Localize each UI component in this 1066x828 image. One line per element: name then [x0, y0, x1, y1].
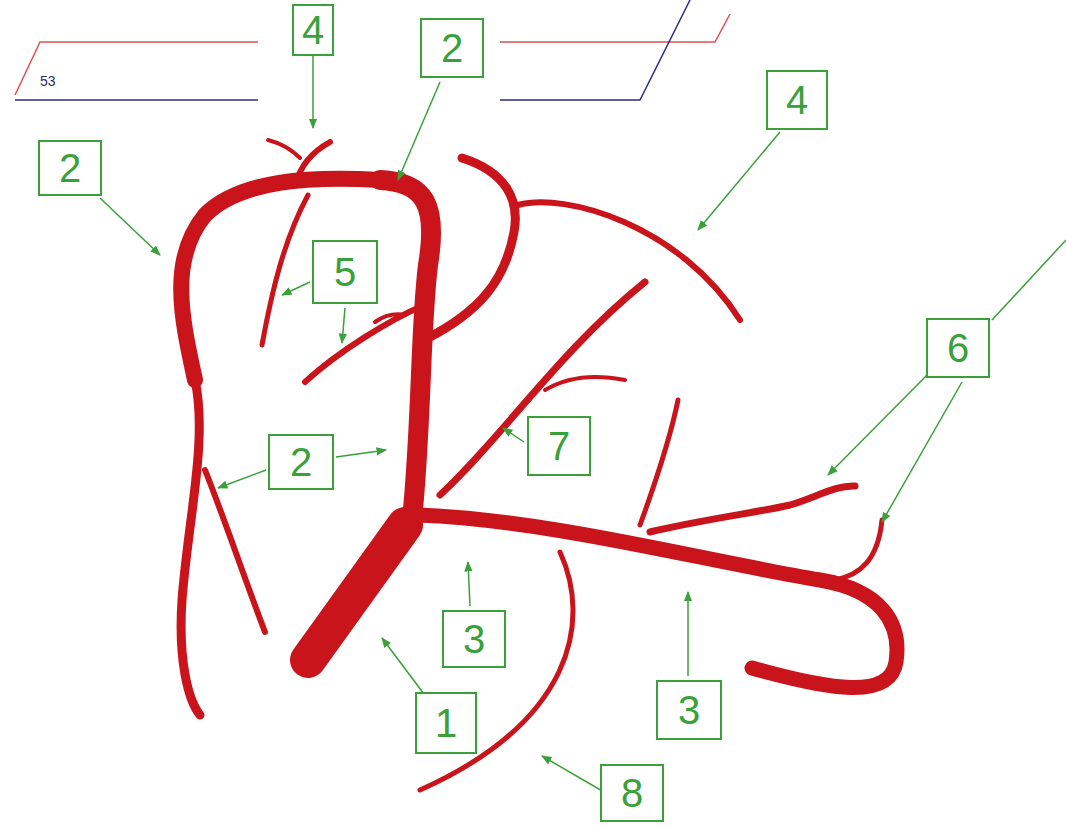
callout-box: 7	[527, 416, 591, 476]
callout-number: 4	[786, 80, 808, 120]
figure-number: 53	[40, 74, 56, 88]
callout-number: 2	[290, 442, 312, 482]
callout-number: 5	[334, 252, 356, 292]
callout-box: 4	[292, 4, 334, 56]
callout-number: 2	[59, 148, 81, 188]
callout-number: 1	[435, 703, 457, 743]
callout-box: 8	[600, 764, 664, 822]
callout-number: 8	[621, 773, 643, 813]
callout-box: 5	[312, 240, 378, 304]
callout-box: 3	[442, 610, 506, 668]
callout-number: 3	[678, 690, 700, 730]
callout-number: 6	[947, 328, 969, 368]
leader-lines	[100, 56, 1066, 792]
callout-box: 4	[766, 70, 828, 130]
callout-number: 7	[548, 426, 570, 466]
callout-number: 4	[302, 10, 324, 50]
header-frame	[15, 0, 730, 100]
callout-number: 3	[463, 619, 485, 659]
callout-box: 2	[420, 18, 484, 78]
vessels	[181, 140, 897, 790]
callout-number: 2	[441, 28, 463, 68]
callout-box: 1	[415, 692, 477, 754]
callout-box: 2	[268, 434, 334, 490]
callout-box: 3	[656, 680, 722, 740]
callout-box: 2	[38, 140, 102, 196]
callout-box: 6	[926, 318, 990, 378]
